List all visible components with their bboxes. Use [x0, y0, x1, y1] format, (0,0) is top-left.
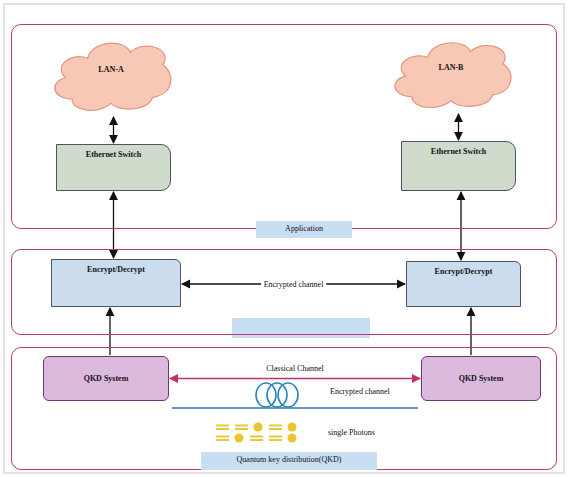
node-label: LAN-A	[98, 65, 123, 74]
node-label: Ethernet Switch	[431, 147, 486, 156]
node-label: Encrypt/Decrypt	[435, 267, 493, 276]
encrypt-box: Encrypt/Decrypt	[406, 261, 521, 307]
empty-label-box	[232, 318, 370, 338]
encrypt-box: Encrypt/Decrypt	[51, 259, 181, 307]
fiber-coil	[256, 383, 298, 407]
band-label: Quantum key distribution(QKD)	[201, 452, 377, 470]
connector-arrow	[182, 283, 405, 284]
quantum-fiber	[172, 407, 418, 409]
connector-arrow	[170, 378, 420, 379]
qkd-box: QKD System	[43, 356, 169, 401]
lan-cloud: LAN-B	[386, 31, 516, 113]
connector-arrow	[113, 117, 114, 143]
note-label: single Photons	[328, 428, 375, 437]
switch-box: Ethernet Switch	[56, 144, 171, 191]
lan-cloud: LAN-A	[46, 31, 176, 116]
layer-band: ApplicationLAN-ALAN-BEthernet SwitchEthe…	[11, 24, 557, 229]
node-label: Ethernet Switch	[86, 150, 141, 159]
node-label: Encrypt/Decrypt	[87, 265, 145, 274]
band-label: Application	[256, 221, 352, 238]
edge-label: Classical Channel	[263, 363, 327, 372]
node-label: LAN-B	[439, 63, 464, 72]
outer-frame	[4, 4, 564, 473]
layer-band: Encrypt/Decrypt Encrypt/Decrypt	[11, 249, 557, 335]
layer-band: Quantum key distribution(QKD) QKD System Q…	[11, 347, 557, 470]
photon-stream	[216, 423, 297, 443]
note-label: Encrypted channel	[330, 387, 390, 396]
switch-box: Ethernet Switch	[401, 141, 516, 191]
connector-arrow	[458, 114, 459, 140]
qkd-box: QKD System	[421, 356, 541, 401]
edge-label: Encrypted channel	[261, 280, 327, 289]
node-label: QKD System	[84, 374, 129, 383]
node-label: QKD System	[459, 374, 504, 383]
